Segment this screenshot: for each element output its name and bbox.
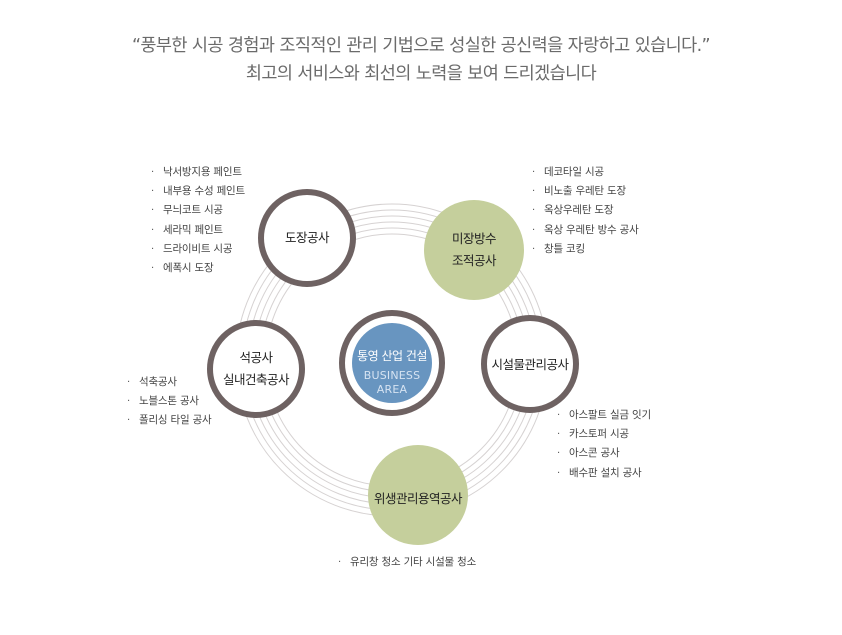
center-subtitle: BUSINESS (363, 369, 421, 382)
list-item: ·아스팔트 실금 잇기 (557, 406, 651, 425)
bullet-icon: · (151, 205, 154, 217)
node-hygiene-text: 위생관리용역공사 (373, 491, 463, 506)
list-item: ·아스콘 공사 (557, 444, 651, 463)
node-painting-circle (258, 189, 356, 287)
bullet-icon: · (151, 263, 154, 275)
list-item: ·드라이비트 시공 (151, 240, 245, 259)
header-subtitle: 최고의 서비스와 최선의 노력을 보여 드리겠습니다 (245, 64, 597, 84)
node-hygiene-circle (368, 445, 468, 545)
list-item: ·유리창 청소 기타 시설물 청소 (338, 553, 476, 572)
list-item: ·세라믹 페인트 (151, 221, 245, 240)
list-item: ·옥상 우레탄 방수 공사 (532, 221, 639, 240)
header: “풍부한 시공 경험과 조직적인 관리 기법으로 성실한 공신력을 자랑하고 있… (0, 34, 842, 90)
header-slogan: “풍부한 시공 경험과 조직적인 관리 기법으로 성실한 공신력을 자랑하고 있… (131, 36, 711, 56)
bullet-icon: · (532, 186, 535, 198)
node-stone-line2: 실내건축공사 (222, 372, 290, 387)
list-item: ·데코타일 시공 (532, 163, 639, 182)
bullet-icon: · (151, 224, 154, 236)
list-item: ·낙서방지용 페인트 (151, 163, 245, 182)
center-title: 통영 산업 건설 (357, 349, 427, 363)
bullet-icon: · (151, 243, 154, 255)
bullet-icon: · (557, 429, 560, 441)
node-stone-line1: 석공사 (239, 350, 273, 365)
node-hygiene-label: 위생관리용역공사 (358, 488, 478, 510)
node-facility-text: 시설물관리공사 (491, 357, 569, 372)
node-waterproof-label: 미장방수 조적공사 (424, 228, 524, 272)
list-item: ·비노출 우레탄 도장 (532, 182, 639, 201)
hygiene-item-list: ·유리창 청소 기타 시설물 청소 (338, 553, 476, 572)
node-painting-label: 도장공사 (257, 227, 357, 249)
stone-item-list: ·석축공사 ·노블스톤 공사 ·폴리싱 타일 공사 (127, 373, 212, 431)
center-label: 통영 산업 건설 BUSINESS AREA (340, 350, 444, 397)
list-item: ·내부용 수성 페인트 (151, 182, 245, 201)
bullet-icon: · (532, 167, 535, 178)
bullet-icon: · (532, 224, 535, 236)
node-facility-circle (481, 315, 579, 413)
node-facility-label: 시설물관리공사 (472, 354, 588, 376)
list-item: ·무늬코트 시공 (151, 201, 245, 220)
waterproof-item-list: ·데코타일 시공 ·비노출 우레탄 도장 ·옥상우레탄 도장 ·옥상 우레탄 방… (532, 163, 639, 259)
list-item: ·창틀 코킹 (532, 240, 639, 259)
bullet-icon: · (127, 396, 130, 408)
center-core (352, 323, 432, 403)
list-item: ·노블스톤 공사 (127, 392, 212, 411)
bullet-icon: · (127, 377, 130, 388)
list-item: ·배수판 설치 공사 (557, 464, 651, 483)
node-waterproof-line2: 조적공사 (451, 253, 497, 268)
node-stone-circle (207, 320, 305, 418)
bullet-icon: · (557, 467, 560, 479)
list-item: ·석축공사 (127, 373, 212, 392)
list-item: ·폴리싱 타일 공사 (127, 411, 212, 430)
center-subtitle-area: AREA (376, 383, 408, 396)
bullet-icon: · (127, 415, 130, 427)
painting-item-list: ·낙서방지용 페인트 ·내부용 수성 페인트 ·무늬코트 시공 ·세라믹 페인트… (151, 163, 245, 278)
node-stone-label: 석공사 실내건축공사 (206, 347, 306, 391)
bullet-icon: · (532, 243, 535, 255)
bullet-icon: · (557, 448, 560, 460)
list-item: ·카스토퍼 시공 (557, 425, 651, 444)
node-waterproof-circle (424, 200, 524, 300)
bullet-icon: · (532, 205, 535, 217)
node-waterproof-line1: 미장방수 (451, 231, 497, 246)
node-painting-text: 도장공사 (284, 230, 330, 245)
facility-item-list: ·아스팔트 실금 잇기 ·카스토퍼 시공 ·아스콘 공사 ·배수판 설치 공사 (557, 406, 651, 483)
list-item: ·에폭시 도장 (151, 259, 245, 278)
bullet-icon: · (151, 186, 154, 198)
bullet-icon: · (557, 410, 560, 421)
bullet-icon: · (151, 167, 154, 178)
list-item: ·옥상우레탄 도장 (532, 201, 639, 220)
bullet-icon: · (338, 557, 341, 568)
